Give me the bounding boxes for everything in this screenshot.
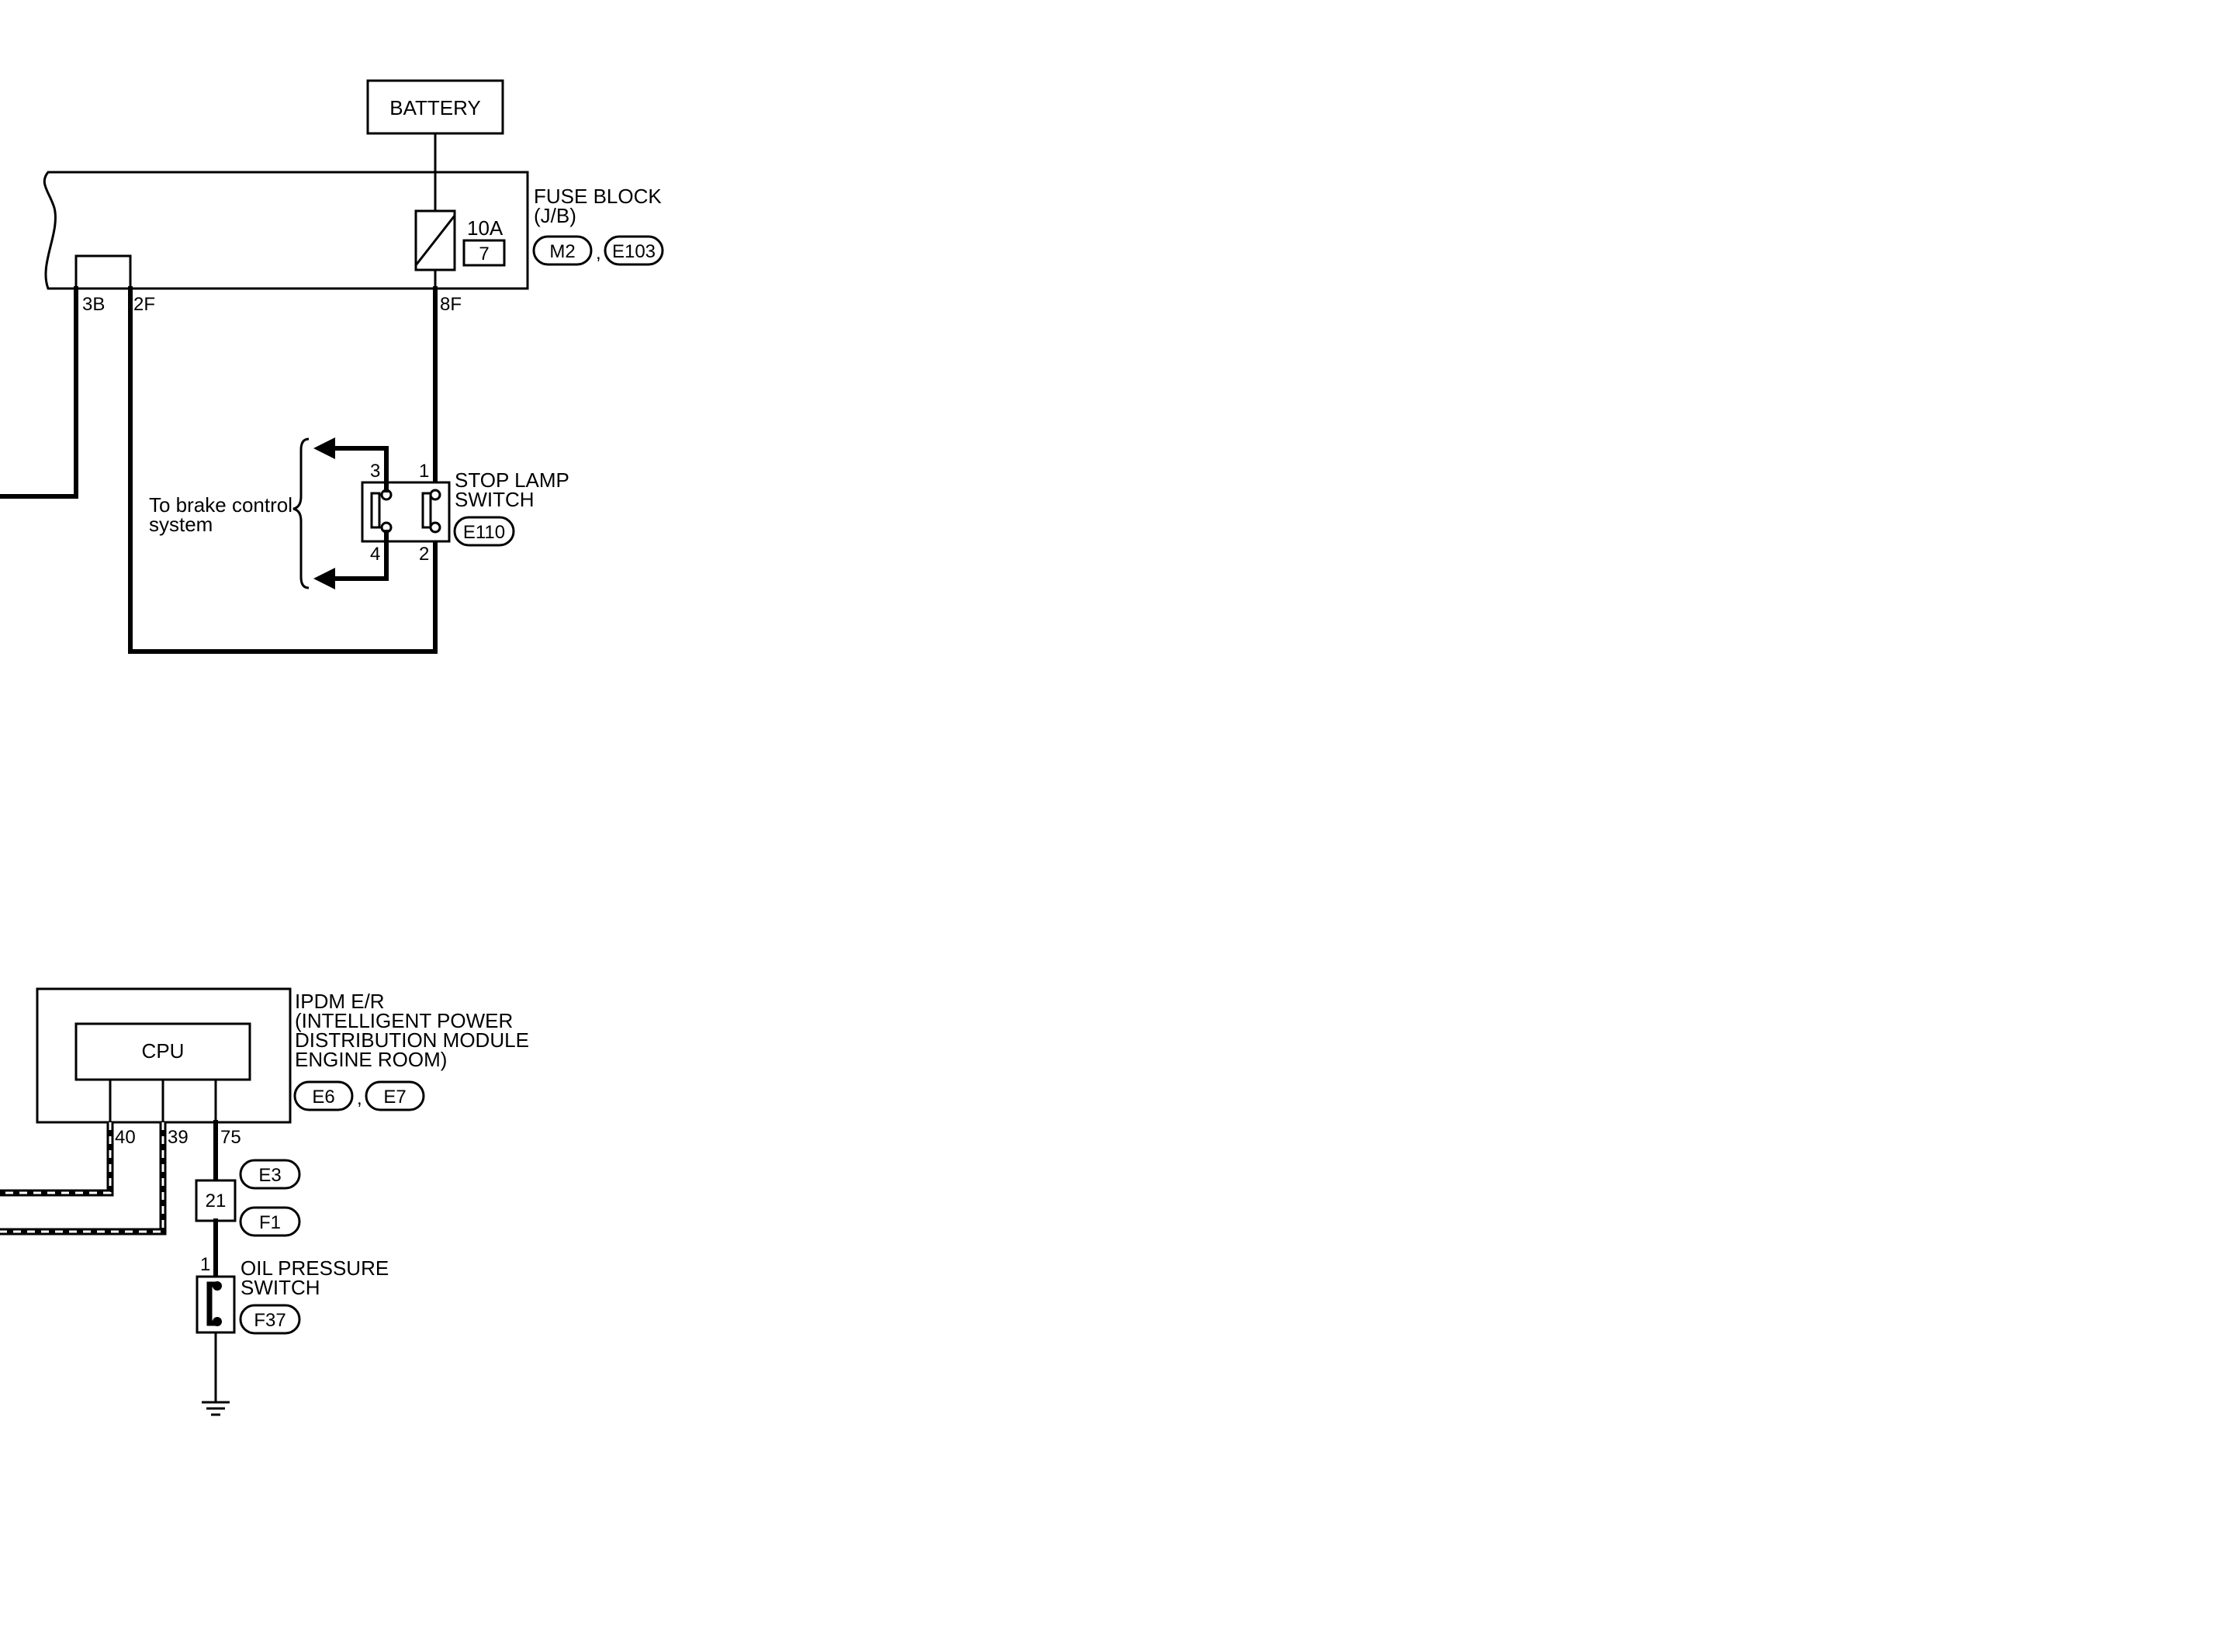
connector-badge-e103 [604, 235, 664, 266]
brake-control-note: To brake control [149, 493, 292, 517]
oil-pressure-switch: 1 OIL PRESSURE SWITCH F37 [196, 1254, 389, 1335]
stop-lamp-switch-name: STOP LAMP [455, 468, 569, 492]
oil-switch-terminal-bottom [213, 1317, 222, 1326]
connector-f37: F37 [254, 1310, 285, 1331]
ipdm: CPU IPDM E/R (INTELLIGENT POWER DISTRIBU… [36, 987, 529, 1148]
oil-pressure-switch-name: OIL PRESSURE [241, 1256, 389, 1280]
can-wire-40-dash [0, 1122, 112, 1194]
fuse-block-subname: (J/B) [534, 204, 576, 227]
battery-box [366, 79, 504, 135]
switch-contact-right [421, 492, 432, 529]
ipdm-name-4: ENGINE ROOM) [295, 1048, 447, 1071]
arrow-head-upper [313, 437, 335, 459]
pin-3b: 3B [82, 294, 105, 315]
connector-f1: F1 [259, 1212, 281, 1233]
pin-3: 3 [370, 461, 380, 482]
connector-e6: E6 [312, 1087, 334, 1108]
fuse-symbol-slash [414, 215, 456, 266]
connector-e110: E110 [463, 522, 505, 543]
battery: BATTERY [366, 79, 504, 135]
can-wire-39 [0, 1122, 167, 1236]
pin-2: 2 [419, 544, 429, 565]
fuse-block-outline [43, 171, 529, 290]
oil-pressure-switch-subname: SWITCH [241, 1276, 320, 1299]
brake-control-note-2: system [149, 513, 213, 536]
connector-badge-e6 [293, 1080, 354, 1111]
brace-symbol [292, 437, 310, 589]
ground-icon [202, 1401, 230, 1416]
switch-terminal-2 [429, 521, 441, 534]
stop-lamp-switch-subname: SWITCH [455, 488, 535, 511]
ipdm-name-2: (INTELLIGENT POWER [295, 1009, 513, 1032]
cpu-label: CPU [142, 1039, 185, 1063]
pin-2f: 2F [133, 294, 155, 315]
fuse-number: 7 [479, 244, 489, 264]
arrow-head-lower [313, 568, 335, 589]
fuse-block: 10A 7 FUSE BLOCK (J/B) M2 , E103 3B 2F 8… [43, 171, 664, 315]
connector-badge-m2 [532, 235, 593, 266]
wire-pin3-to-brake [330, 446, 389, 492]
connector-e3: E3 [258, 1165, 281, 1186]
wire-3b-left [0, 286, 78, 499]
can-wire-40 [0, 1122, 114, 1197]
can-wire-39-dash [0, 1122, 164, 1233]
connector-badge-e7 [365, 1080, 425, 1111]
junction-connector: 21 E3 F1 [195, 1159, 301, 1237]
pin-4: 4 [370, 544, 380, 565]
connector-m2: M2 [549, 241, 575, 262]
stop-lamp-switch: 1 2 3 4 STOP LAMP SWITCH E110 [361, 461, 569, 565]
oil-switch-terminal-top [213, 1281, 222, 1291]
ipdm-name-3: DISTRIBUTION MODULE [295, 1028, 529, 1052]
pin-1: 1 [419, 461, 429, 482]
fuse-block-inner-tab [74, 254, 132, 290]
fuse-number-box [462, 239, 506, 267]
pin-40: 40 [115, 1127, 136, 1148]
wire-2f-loop [128, 286, 438, 654]
connector-badge-f1 [239, 1206, 301, 1237]
connector-e103: E103 [612, 241, 656, 262]
oil-switch-pin-1: 1 [200, 1254, 210, 1275]
connector-separator-ipdm: , [357, 1088, 362, 1109]
battery-label: BATTERY [389, 96, 481, 119]
connector-badge-f37 [239, 1304, 301, 1335]
fuse-block-name: FUSE BLOCK [534, 185, 662, 208]
pin-8f: 8F [440, 294, 462, 315]
wire-pin4-to-brake [330, 530, 389, 581]
pin-39: 39 [168, 1127, 189, 1148]
oil-switch-contact [206, 1281, 216, 1326]
connector-badge-e110 [453, 516, 515, 547]
switch-contact-left [370, 492, 381, 529]
switch-terminal-1 [429, 489, 441, 501]
pin-75: 75 [220, 1127, 241, 1148]
ipdm-name: IPDM E/R [295, 990, 385, 1013]
connector-separator: , [596, 243, 601, 264]
connector-badge-e3 [239, 1159, 301, 1190]
fuse-rating: 10A [467, 216, 504, 240]
junction-pin: 21 [206, 1191, 227, 1211]
connector-e7: E7 [383, 1087, 406, 1108]
